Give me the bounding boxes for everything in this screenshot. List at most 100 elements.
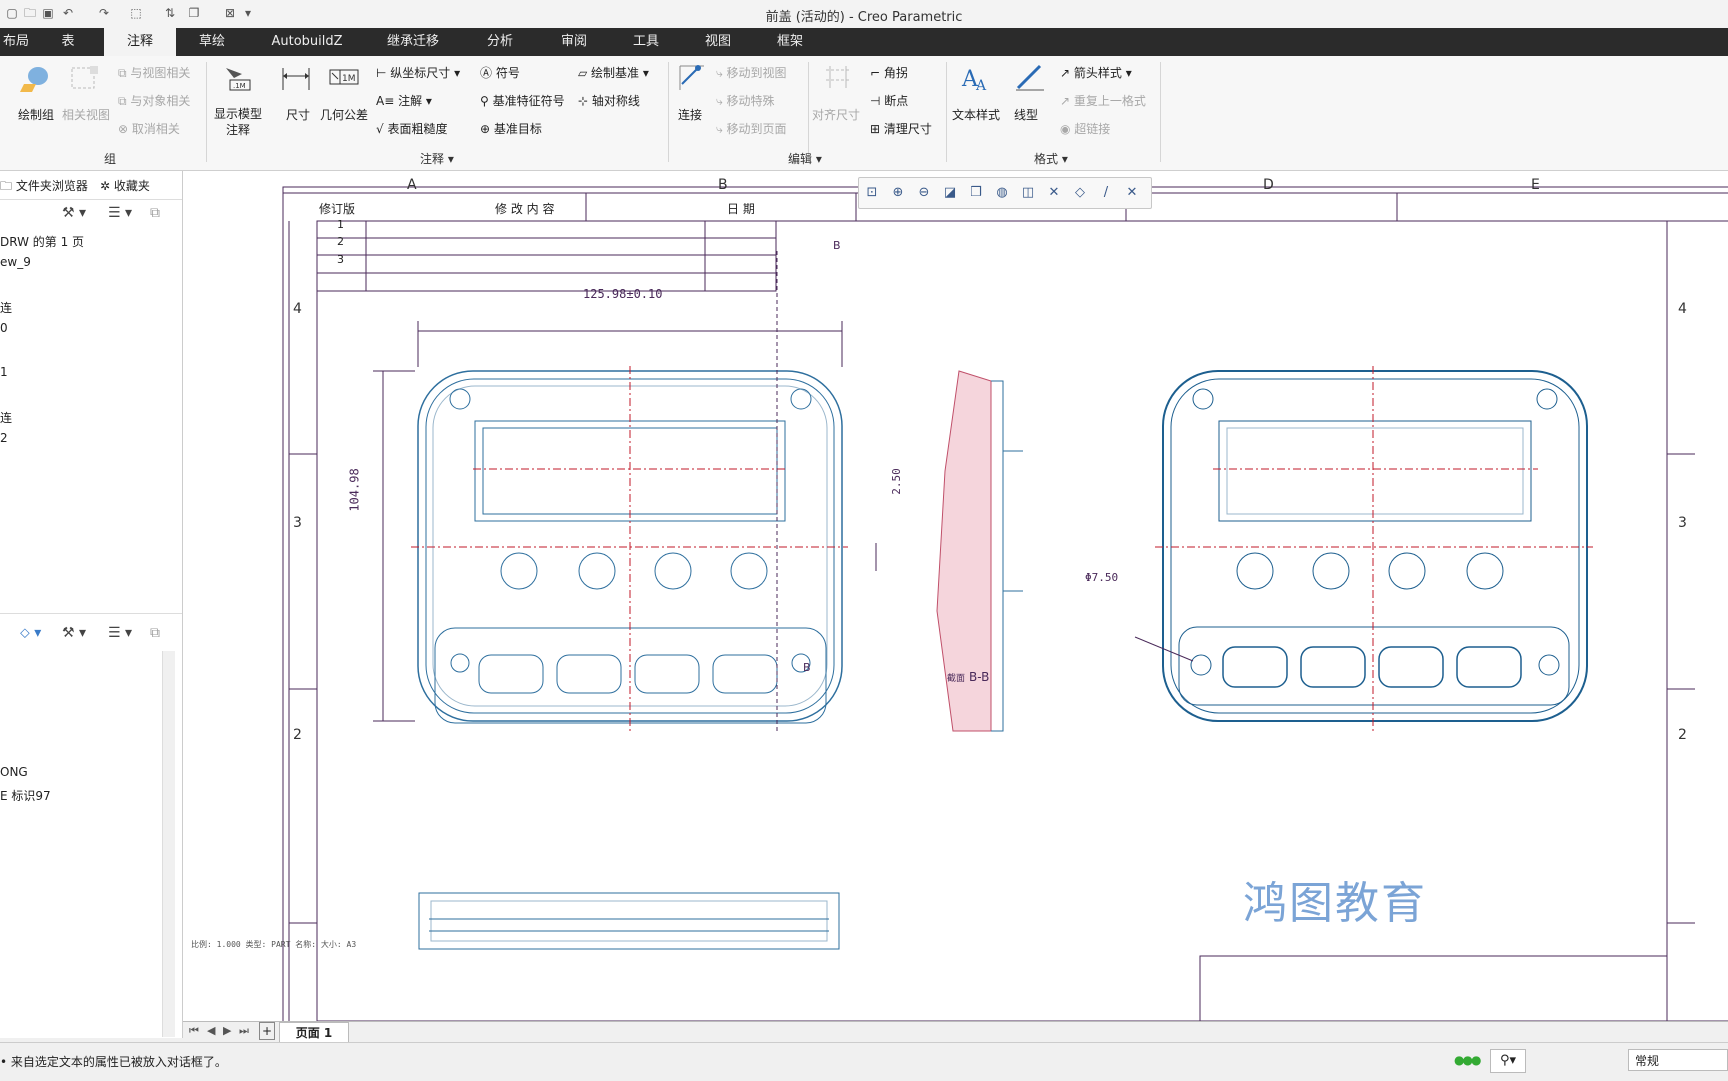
dimension-button[interactable]: 尺寸 [286,108,311,122]
customize-toolbar-icon[interactable]: ▾ [244,6,252,20]
back-view[interactable] [1134,366,1593,731]
save-icon[interactable]: ▣ [42,6,54,20]
axis-display-icon[interactable]: / [1103,185,1109,200]
tree-settings-icon[interactable]: ⚒ ▾ [62,205,87,221]
section-view[interactable] [936,370,1023,732]
drawing-canvas[interactable]: A B D E 4 3 2 4 3 2 修订版 修 改 内 容 日 期 1 2 … [183,171,1728,1023]
annotation-display-icon[interactable]: ◇ [1075,185,1085,200]
new-file-icon[interactable]: ▢ [6,6,18,20]
tree-item[interactable]: 2 [0,431,8,445]
shading-icon[interactable]: ◍ [996,185,1008,200]
clean-dimension-button[interactable]: ⊞ 清理尺寸 [870,122,932,136]
windows-icon[interactable]: ❐ [188,6,200,20]
open-folder-icon[interactable]: 🗀 [23,6,36,20]
tab-analysis[interactable]: 分析 [486,34,513,49]
corner-button[interactable]: ⌐ 角拐 [870,66,908,80]
select-box-icon[interactable]: ⬚ [130,6,142,20]
next-page-icon[interactable]: ▶ [223,1024,232,1037]
layer-item[interactable]: ONG [0,765,28,779]
layer-display-icon[interactable]: ☰ ▾ [108,625,133,641]
draw-group-icon [20,67,48,92]
show-model-annotation-button[interactable]: 显示模型注释 [213,107,262,137]
width-dimension[interactable]: 125.98±0.10 [583,287,663,301]
front-view[interactable] [373,251,877,731]
text-style-button[interactable]: 文本样式 [952,108,1001,122]
tab-review[interactable]: 审阅 [560,34,587,49]
tree-filter-icon[interactable]: ⧉ [150,205,160,221]
tab-layout[interactable]: 布局 [2,34,29,49]
close-window-icon[interactable]: ⊠ [224,6,236,20]
breakpoint-button[interactable]: ⊣ 断点 [870,94,909,108]
datum-feature-symbol-button[interactable]: ⚲ 基准特征符号 [480,94,565,108]
move-to-page-button[interactable]: ⤷ 移动到页面 [716,122,787,136]
ordinate-dimension-button[interactable]: ⊢ 纵坐标尺寸 ▾ [376,66,461,80]
tree-item[interactable]: 1 [0,365,8,379]
draw-group-button[interactable]: 绘制组 [18,108,55,122]
zoom-in-icon[interactable]: ⊕ [892,185,904,200]
folder-browser-tab[interactable]: 🗀 文件夹浏览器 [0,179,88,193]
move-special-button[interactable]: ⤷ 移动特殊 [716,94,775,108]
draw-datum-button[interactable]: ▱ 绘制基准 ▾ [578,66,649,80]
layer-settings-icon[interactable]: ⚒ ▾ [62,625,87,641]
refit-icon[interactable]: ⊡ [866,185,878,200]
connect-button[interactable]: 连接 [678,108,703,122]
align-dimension-button[interactable]: 对齐尺寸 [812,108,861,122]
panel-scrollbar[interactable] [162,651,175,1037]
tree-item[interactable]: ew_9 [0,255,31,269]
tree-display-icon[interactable]: ☰ ▾ [108,205,133,221]
display-style-icon[interactable]: ❒ [970,185,982,200]
find-icon[interactable]: ⚲▾ [1490,1049,1526,1073]
hyperlink-button[interactable]: ◉ 超链接 [1060,122,1111,136]
offset-dimension[interactable]: 2.50 [889,468,903,495]
last-page-icon[interactable]: ⏭ [239,1024,249,1037]
relate-to-view-button[interactable]: ⧉ 与视图相关 [118,66,191,80]
tree-item[interactable]: 连 [0,301,13,315]
datum-display-icon[interactable]: ✕ [1048,185,1060,200]
layer-icon[interactable]: ⬦ ▾ [20,625,42,641]
zone-label: 2 [293,727,302,743]
undo-icon[interactable]: ↶ [62,6,74,20]
add-page-button[interactable]: + [259,1022,275,1040]
zone-label: 2 [1678,727,1687,743]
filter-select[interactable]: 常规 [1628,1049,1728,1071]
datum-target-button[interactable]: ⊕ 基准目标 [480,122,542,136]
move-to-view-button[interactable]: ⤷ 移动到视图 [716,66,787,80]
layer-filter-icon[interactable]: ⧉ [150,625,160,641]
tab-sketch[interactable]: 草绘 [198,34,225,49]
regenerate-icon[interactable]: ⇅ [164,6,176,20]
height-dimension[interactable]: 104.98 [347,468,362,512]
cancel-relate-button[interactable]: ⊗ 取消相关 [118,122,180,136]
layer-item[interactable]: E 标识97 [0,789,51,803]
tab-table[interactable]: 表 [61,34,75,49]
orientation-icon[interactable]: ◫ [1021,185,1035,200]
favorites-tab[interactable]: ✲ 收藏夹 [100,179,150,193]
repaint-icon[interactable]: ◪ [943,185,957,200]
tab-autobuildz[interactable]: AutobuildZ [271,34,343,49]
tab-annotate[interactable]: 注释 [104,28,176,56]
point-display-icon[interactable]: ✕ [1126,185,1138,200]
tab-legacy-migration[interactable]: 继承迁移 [386,34,439,49]
diameter-dimension[interactable]: Φ7.50 [1085,571,1119,584]
axis-symmetry-button[interactable]: ⊹ 轴对称线 [578,94,640,108]
first-page-icon[interactable]: ⏮ [189,1024,199,1037]
redo-icon[interactable]: ↷ [98,6,110,20]
related-view-button[interactable]: 相关视图 [62,108,111,122]
surface-finish-button[interactable]: √ 表面粗糙度 [376,122,448,136]
page-tab[interactable]: 页面 1 [279,1022,349,1044]
tab-view[interactable]: 视图 [704,34,731,49]
symbol-button[interactable]: Ⓐ 符号 [480,66,520,80]
arrow-style-button[interactable]: ↗ 箭头样式 ▾ [1060,66,1132,80]
bottom-view[interactable] [418,892,840,950]
tree-item[interactable]: 0 [0,321,8,335]
relate-to-object-button[interactable]: ⧉ 与对象相关 [118,94,191,108]
tree-item[interactable]: 连 [0,411,13,425]
repeat-last-format-button[interactable]: ↗ 重复上一格式 [1060,94,1146,108]
tree-item[interactable]: DRW 的第 1 页 [0,235,85,249]
zoom-out-icon[interactable]: ⊖ [918,185,930,200]
line-style-button[interactable]: 线型 [1014,108,1039,122]
note-button[interactable]: A≡ 注解 ▾ [376,94,432,108]
prev-page-icon[interactable]: ◀ [207,1024,216,1037]
geometric-tolerance-button[interactable]: 几何公差 [320,108,369,122]
tab-tools[interactable]: 工具 [632,34,659,49]
tab-frame[interactable]: 框架 [776,34,803,49]
